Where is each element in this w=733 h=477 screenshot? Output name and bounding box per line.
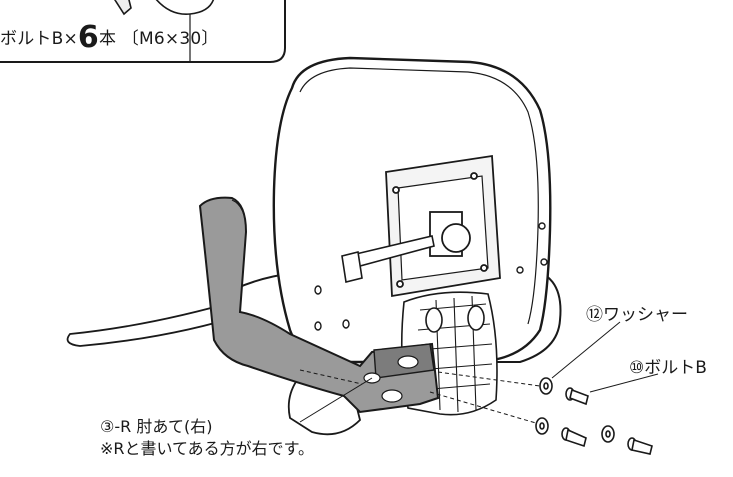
callout-bolt-icon xyxy=(114,0,215,62)
alignment-line xyxy=(299,369,547,427)
bolt-label: ⑩ボルトB xyxy=(629,358,707,378)
callout-box xyxy=(0,0,286,63)
bolt-icon xyxy=(565,387,589,406)
callout-bolt-count: ボルトB×6本 〔M6×30〕 xyxy=(0,20,219,55)
seat-screw-holes xyxy=(314,222,548,331)
armrest-label: ③-R 肘あて(右) xyxy=(100,417,213,436)
tilt-lever xyxy=(341,235,435,283)
washer-label: ⑫ワッシャー xyxy=(586,305,688,325)
bolt-icon xyxy=(627,437,653,455)
armrest-caption: ③-R 肘あて(右) ※Rと書いてある方が右です。 xyxy=(100,416,314,460)
bolt-icon xyxy=(561,427,587,448)
armrest-note: ※Rと書いてある方が右です。 xyxy=(100,439,314,458)
backrest-rim xyxy=(299,67,539,325)
washer-bolt-set xyxy=(535,377,653,455)
leader-lines xyxy=(299,321,659,423)
mounting-plate xyxy=(385,154,501,298)
